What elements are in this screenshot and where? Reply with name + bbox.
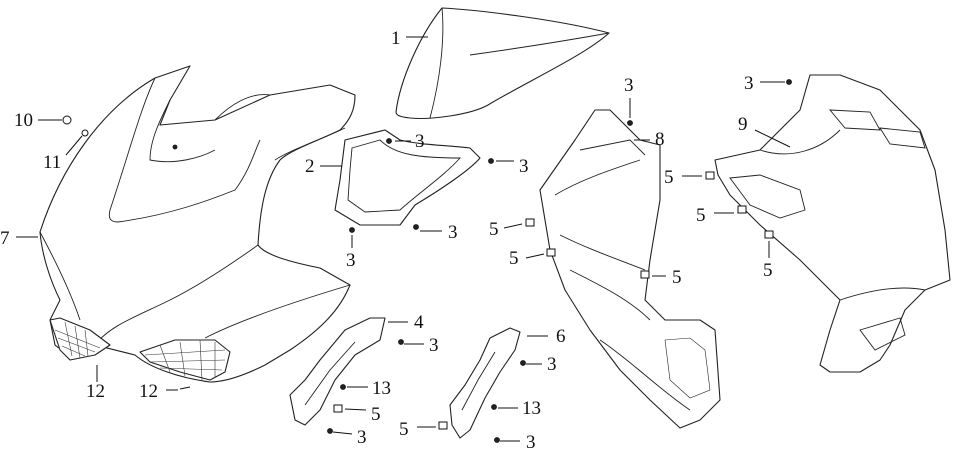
- callout-8: 8: [655, 129, 665, 150]
- callout-3: 3: [357, 427, 367, 448]
- callout-5: 5: [509, 248, 519, 269]
- callout-3: 3: [526, 432, 536, 453]
- callout-13: 13: [372, 378, 391, 399]
- callout-3: 3: [415, 131, 425, 152]
- screw-13-icon: [491, 404, 497, 410]
- callout-3: 3: [448, 222, 458, 243]
- callout-3: 3: [547, 354, 557, 375]
- callout-10: 10: [14, 110, 33, 131]
- callout-11: 11: [43, 152, 62, 173]
- screw-13-icon: [340, 384, 346, 390]
- callout-5: 5: [664, 167, 674, 188]
- callout-3: 3: [519, 156, 529, 177]
- clip-5-icon: [438, 421, 448, 430]
- clip-5-icon: [640, 270, 650, 279]
- callout-5: 5: [696, 205, 706, 226]
- screw-3-icon: [488, 158, 494, 164]
- screw-3-icon: [398, 339, 404, 345]
- callout-3: 3: [346, 250, 356, 271]
- screw-12-icon: [179, 386, 191, 390]
- callout-2: 2: [305, 156, 315, 177]
- hardware-items: [62, 79, 792, 443]
- callout-1: 1: [391, 28, 401, 49]
- callout-5: 5: [399, 419, 409, 440]
- screw-3-icon: [413, 224, 419, 230]
- callout-6: 6: [556, 326, 566, 347]
- screw-3-icon: [786, 79, 792, 85]
- callout-3: 3: [624, 75, 634, 96]
- bracket-4-part: [289, 317, 386, 426]
- inner-bracket-part: [334, 129, 481, 226]
- callout-5: 5: [672, 267, 682, 288]
- screw-3-icon: [627, 120, 633, 126]
- clip-5-icon: [764, 230, 774, 239]
- callout-7: 7: [0, 228, 10, 249]
- windscreen-part: [395, 7, 610, 119]
- bracket-6-part: [449, 327, 521, 439]
- callout-9: 9: [738, 114, 748, 135]
- callout-5: 5: [371, 404, 381, 425]
- screw-3-icon: [494, 437, 500, 443]
- callout-13: 13: [522, 398, 541, 419]
- leader-lines: [16, 36, 791, 442]
- callout-5: 5: [489, 219, 499, 240]
- screw-3-icon: [520, 360, 526, 366]
- clip-5-icon: [525, 218, 535, 227]
- left-side-panel-part: [539, 109, 721, 429]
- callout-12: 12: [139, 381, 158, 402]
- callout-3: 3: [429, 335, 439, 356]
- screw-3-icon: [327, 428, 333, 434]
- washer-11-icon: [81, 129, 89, 137]
- clip-5-icon: [546, 248, 556, 257]
- screw-3-icon: [349, 227, 355, 233]
- nut-10-icon: [62, 115, 72, 125]
- right-side-panel-part: [714, 74, 951, 373]
- clip-5-icon: [737, 205, 747, 214]
- screw-3-icon: [386, 138, 392, 144]
- clip-5-icon: [705, 171, 715, 180]
- clip-5-icon: [333, 404, 343, 413]
- callout-12: 12: [86, 381, 105, 402]
- callout-4: 4: [414, 312, 424, 333]
- front-fairing-part: [39, 65, 356, 383]
- callout-3: 3: [744, 73, 754, 94]
- callout-5: 5: [763, 260, 773, 281]
